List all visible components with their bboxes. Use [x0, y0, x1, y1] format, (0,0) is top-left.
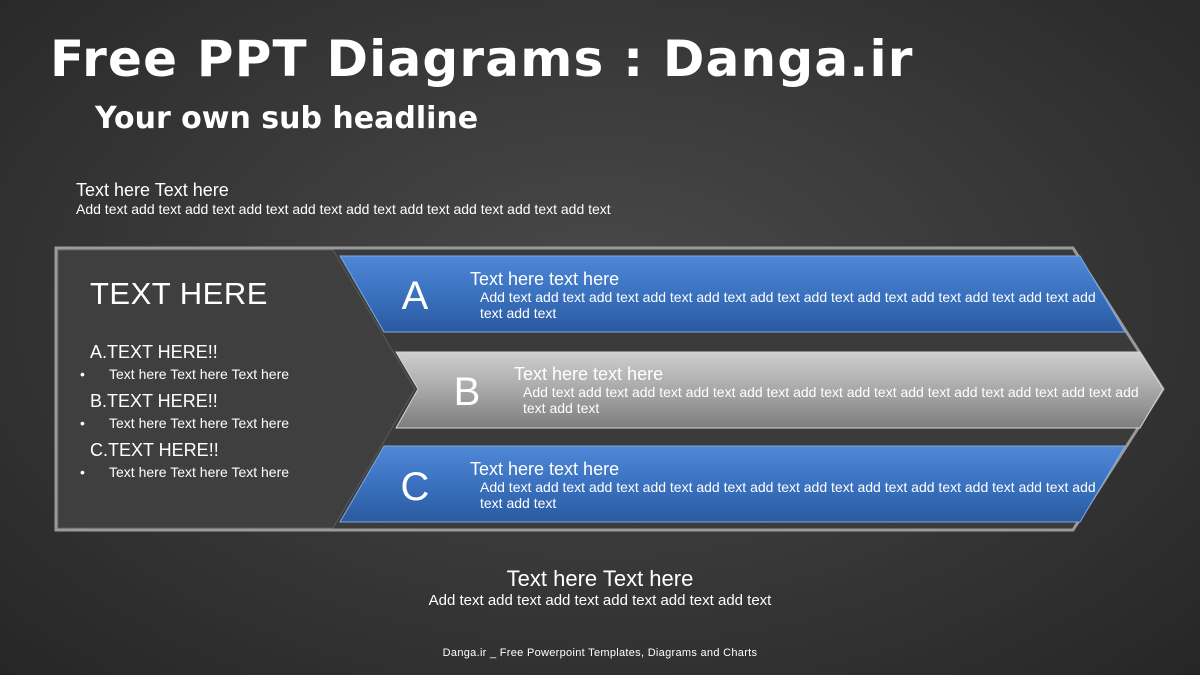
footer-text: Danga.ir _ Free Powerpoint Templates, Di…	[442, 647, 758, 659]
row-b-letter: B	[453, 370, 481, 414]
row-c-letter: C	[400, 465, 430, 509]
left-item-b-bullet: •Text here Text here Text here	[80, 415, 290, 431]
intro-body: Add text add text add text add text add …	[76, 201, 611, 217]
slide-subtitle: Your own sub headline	[95, 101, 479, 136]
row-a-body: Add text add text add text add text add …	[480, 289, 1096, 321]
row-a-band	[339, 255, 1126, 333]
left-panel	[57, 249, 416, 529]
slide-title: Free PPT Diagrams : Danga.ir	[50, 30, 914, 88]
bottom-body: Add text add text add text add text add …	[428, 592, 772, 609]
left-panel-title: TEXT HERE	[90, 276, 268, 311]
row-b-body: Add text add text add text add text add …	[523, 384, 1139, 416]
left-item-c-label: C.TEXT HERE!!	[90, 440, 219, 460]
left-item-a-bullet: •Text here Text here Text here	[80, 366, 290, 382]
row-c-band	[339, 445, 1126, 523]
bottom-heading: Text here Text here	[506, 566, 694, 591]
row-a-letter: A	[401, 274, 429, 318]
left-item-b-label: B.TEXT HERE!!	[90, 391, 218, 411]
row-b-heading: Text here text here	[514, 364, 664, 384]
left-item-c-bullet: •Text here Text here Text here	[80, 464, 290, 480]
row-c-heading: Text here text here	[470, 459, 620, 479]
intro-heading: Text here Text here	[76, 180, 229, 200]
row-b-band	[395, 351, 1164, 429]
row-a-heading: Text here text here	[470, 269, 620, 289]
left-item-a-label: A.TEXT HERE!!	[90, 342, 218, 362]
row-c-body: Add text add text add text add text add …	[480, 479, 1096, 511]
